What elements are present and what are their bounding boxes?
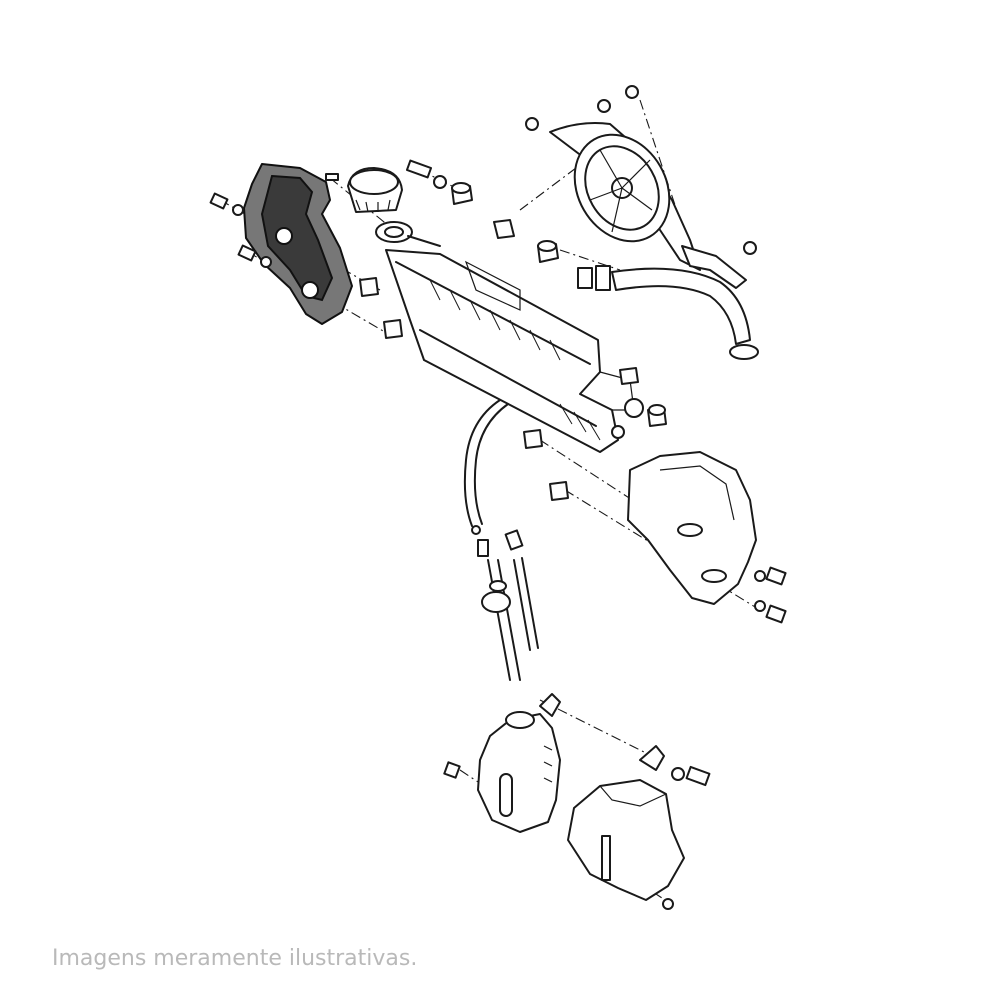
reservoir-bolt — [662, 765, 711, 910]
shroud-bolt-upper — [209, 192, 244, 216]
cooling-fan — [525, 85, 757, 289]
overflow-hose — [463, 399, 539, 681]
radiator-core — [385, 249, 644, 453]
right-side-shroud — [627, 451, 757, 605]
bolt-top — [405, 159, 447, 189]
coolant-reservoir — [443, 693, 561, 833]
small-screw — [325, 173, 339, 181]
hose-fittings — [471, 525, 524, 613]
filler-neck — [375, 221, 441, 247]
radiator-hose — [611, 267, 759, 360]
clip-nut — [493, 219, 515, 239]
left-radiator-shroud — [243, 163, 353, 325]
radiator-bracket-grommet — [647, 404, 667, 427]
shroud-bolt-lower — [237, 244, 272, 268]
disclaimer-caption: Imagens meramente ilustrativas. — [52, 946, 418, 971]
rubber-grommet-top — [451, 182, 473, 205]
radiator-clip-lower — [359, 277, 639, 501]
rubber-grommet-mid — [537, 240, 559, 263]
hose-connector — [577, 265, 611, 291]
reservoir-cover — [567, 745, 685, 901]
shroud-bolts-right — [754, 566, 787, 624]
radiator-cap — [347, 167, 403, 213]
